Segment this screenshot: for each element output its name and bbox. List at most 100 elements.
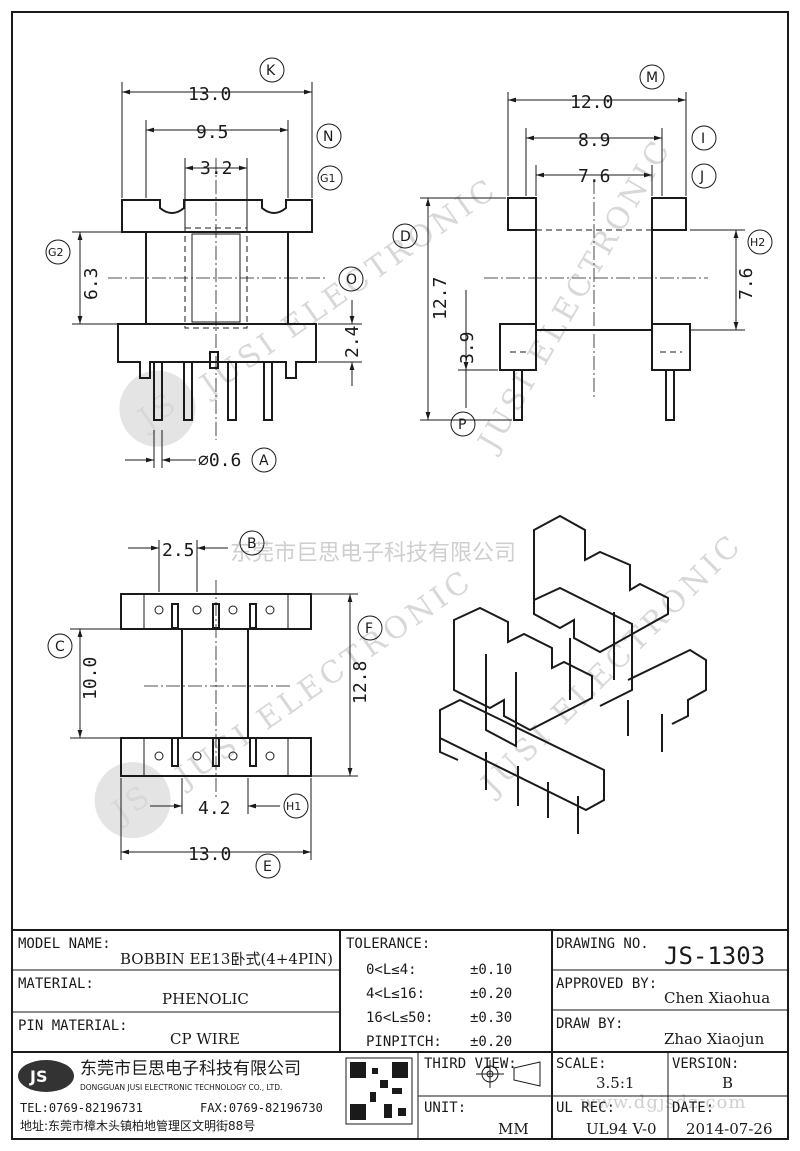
scale-value: 3.5:1 — [596, 1074, 634, 1092]
label-C: C — [47, 633, 73, 659]
dim-bottom-span: 4.2 — [198, 798, 231, 819]
label-N: N — [316, 123, 342, 149]
label-A: A — [251, 447, 277, 473]
svg-text:E: E — [263, 859, 272, 875]
label-D: D — [392, 223, 418, 249]
title-block: MODEL NAME: BOBBIN EE13卧式(4+4PIN) MATERI… — [12, 929, 788, 1139]
tol-range-3: PINPITCH: — [366, 1034, 442, 1050]
tol-value-1: ±0.20 — [470, 986, 512, 1002]
ul-rec-label: UL REC: — [556, 1100, 615, 1116]
svg-text:M: M — [646, 70, 658, 86]
date-value: 2014-07-26 — [686, 1120, 772, 1138]
watermark-en-2: JUSI ELECTRONIC — [470, 132, 679, 459]
label-P: P — [450, 411, 476, 437]
dim-side-pin: 3.9 — [457, 331, 478, 364]
tol-value-0: ±0.10 — [470, 962, 512, 978]
svg-text:D: D — [400, 229, 411, 245]
svg-text:P: P — [458, 417, 466, 433]
company-tel: TEL:0769-82196731 — [20, 1101, 143, 1115]
svg-text:B: B — [247, 536, 257, 552]
tol-value-2: ±0.30 — [470, 1010, 512, 1026]
dim-front-height: 6.3 — [81, 267, 102, 300]
label-I: I — [691, 125, 717, 151]
label-K: K — [259, 57, 285, 83]
model-name-value: BOBBIN EE13卧式(4+4PIN) — [120, 950, 333, 968]
unit-value: MM — [498, 1120, 529, 1138]
dim-side-width: 12.0 — [570, 92, 613, 113]
company-en: DONGGUAN JUSI ELECTRONIC TECHNOLOGY CO.,… — [80, 1083, 282, 1092]
svg-text:K: K — [266, 63, 276, 79]
svg-text:A: A — [259, 453, 269, 469]
side-view: 12.0 8.9 7.6 12.7 7.6 3.9 M I J D H2 P — [392, 64, 773, 437]
label-J: J — [691, 163, 717, 189]
third-angle-projection-icon — [476, 1060, 541, 1088]
label-E: E — [255, 853, 281, 879]
watermark-site: www.dgjsdz.com — [580, 1092, 746, 1113]
sheet-border — [11, 11, 789, 1140]
approved-by-value: Chen Xiaohua — [664, 989, 770, 1007]
tol-range-2: 16<L≤50: — [366, 1010, 433, 1026]
label-B: B — [239, 530, 265, 556]
svg-text:J: J — [699, 169, 704, 185]
svg-text:I: I — [701, 131, 705, 147]
isometric-view — [439, 514, 707, 834]
dim-front-inner: 9.5 — [196, 122, 229, 143]
material-value: PHENOLIC — [162, 990, 249, 1008]
draw-by-label: DRAW BY: — [556, 1016, 623, 1032]
tolerance-label: TOLERANCE: — [346, 936, 430, 952]
pin-material-label: PIN MATERIAL: — [18, 1018, 128, 1034]
dim-bottom-inner: 10.0 — [80, 657, 101, 700]
bottom-view: 2.5 10.0 12.8 4.2 13.0 B C F H1 E — [47, 530, 383, 879]
dim-side-mid: 8.9 — [578, 130, 611, 151]
company-fax: FAX:0769-82196730 — [200, 1101, 323, 1115]
dim-front-pin: ⌀0.6 — [198, 450, 241, 471]
drawing-no-label: DRAWING NO. — [556, 936, 649, 952]
company-address: 地址:东莞市樟木头镇柏地管理区文明街88号 — [20, 1118, 255, 1133]
dim-bottom-outer: 12.8 — [350, 661, 371, 704]
draw-by-value: Zhao Xiaojun — [664, 1030, 765, 1048]
approved-by-label: APPROVED BY: — [556, 976, 657, 992]
tol-value-3: ±0.20 — [470, 1034, 512, 1050]
svg-text:O: O — [346, 272, 357, 288]
material-label: MATERIAL: — [18, 976, 94, 992]
date-label: DATE: — [672, 1100, 714, 1116]
front-view: 13.0 9.5 3.2 6.3 2.4 ⌀0.6 K N G1 G2 O A — [45, 57, 364, 473]
label-H2: H2 — [747, 229, 773, 255]
scale-label: SCALE: — [556, 1056, 607, 1072]
label-F: F — [357, 615, 383, 641]
version-label: VERSION: — [672, 1056, 739, 1072]
unit-label: UNIT: — [424, 1100, 466, 1116]
svg-text:G1: G1 — [320, 172, 336, 185]
company-cn: 东莞市巨思电子科技有限公司 — [80, 1059, 301, 1079]
dim-front-base: 2.4 — [342, 325, 363, 358]
svg-text:C: C — [55, 639, 65, 655]
svg-text:N: N — [323, 129, 333, 145]
tol-range-0: 0<L≤4: — [366, 962, 417, 978]
dim-side-total: 12.7 — [430, 277, 451, 320]
label-G1: G1 — [317, 165, 343, 191]
dim-bottom-pitch: 2.5 — [162, 540, 195, 561]
label-O: O — [338, 266, 364, 292]
dim-front-core: 3.2 — [200, 158, 233, 179]
tol-range-1: 4<L≤16: — [366, 986, 425, 1002]
ul-rec-value: UL94 V-0 — [586, 1120, 657, 1138]
third-view-label: THIRD VIEW: — [424, 1056, 517, 1072]
model-name-label: MODEL NAME: — [18, 936, 111, 952]
company-logo-text: JS — [29, 1067, 47, 1086]
dim-side-h2: 7.6 — [736, 267, 757, 300]
svg-text:H1: H1 — [286, 800, 301, 813]
pin-material-value: CP WIRE — [170, 1030, 240, 1048]
dim-bottom-width: 13.0 — [188, 844, 231, 865]
label-M: M — [639, 64, 665, 90]
svg-text:F: F — [365, 621, 373, 637]
version-value: B — [722, 1074, 733, 1092]
dim-side-inner: 7.6 — [578, 166, 611, 187]
label-H1: H1 — [283, 793, 309, 819]
label-G2: G2 — [45, 239, 71, 265]
dim-front-width: 13.0 — [188, 84, 231, 105]
company-logo-icon — [18, 1060, 74, 1092]
svg-text:G2: G2 — [48, 246, 64, 259]
drawing-no-value: JS-1303 — [664, 942, 765, 970]
